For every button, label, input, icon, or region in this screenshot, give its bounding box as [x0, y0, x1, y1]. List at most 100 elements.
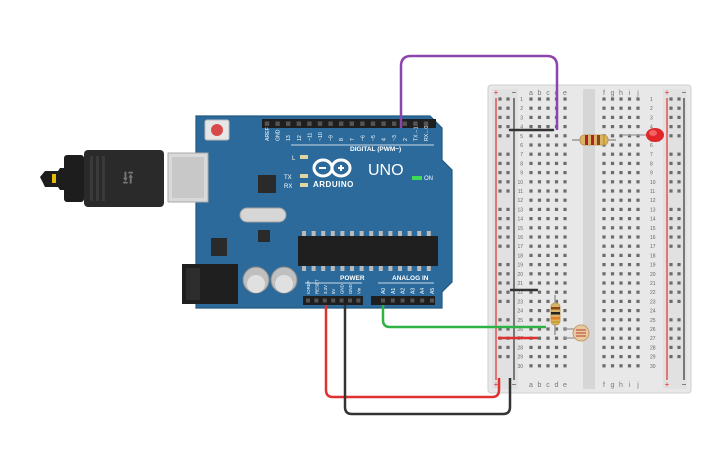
breadboard-hole[interactable]: [602, 180, 606, 184]
breadboard-hole[interactable]: [554, 345, 559, 349]
wire-red-5v[interactable]: [324, 305, 501, 399]
breadboard-hole[interactable]: [636, 345, 640, 349]
breadboard-hole[interactable]: [546, 106, 550, 110]
breadboard-hole[interactable]: [636, 309, 640, 313]
breadboard-hole[interactable]: [627, 152, 632, 156]
breadboard-hole[interactable]: [619, 272, 623, 276]
rail-hole[interactable]: [677, 152, 681, 156]
breadboard-hole[interactable]: [636, 143, 640, 147]
breadboard-hole[interactable]: [636, 263, 640, 267]
breadboard-hole[interactable]: [554, 171, 559, 175]
breadboard-hole[interactable]: [529, 198, 533, 202]
breadboard-hole[interactable]: [563, 97, 567, 101]
rail-hole[interactable]: [498, 244, 502, 248]
breadboard-hole[interactable]: [619, 318, 623, 322]
breadboard-hole[interactable]: [563, 263, 567, 267]
breadboard-hole[interactable]: [602, 106, 606, 110]
digital-header[interactable]: [262, 119, 436, 128]
rail-hole[interactable]: [677, 171, 681, 175]
breadboard-hole[interactable]: [627, 272, 632, 276]
analog-pin-hole[interactable]: [430, 298, 434, 303]
rail-hole[interactable]: [677, 226, 681, 230]
breadboard-hole[interactable]: [554, 189, 559, 193]
breadboard-hole[interactable]: [529, 180, 533, 184]
breadboard-hole[interactable]: [529, 171, 533, 175]
breadboard-hole[interactable]: [563, 189, 567, 193]
rail-hole[interactable]: [677, 263, 681, 267]
breadboard-hole[interactable]: [636, 226, 640, 230]
rail-hole[interactable]: [506, 299, 510, 303]
breadboard-hole[interactable]: [537, 253, 542, 257]
breadboard-hole[interactable]: [636, 115, 640, 119]
breadboard-hole[interactable]: [627, 235, 632, 239]
breadboard-hole[interactable]: [554, 364, 559, 368]
breadboard-hole[interactable]: [636, 125, 640, 129]
breadboard-hole[interactable]: [619, 198, 623, 202]
breadboard-hole[interactable]: [563, 143, 567, 147]
breadboard-hole[interactable]: [636, 244, 640, 248]
breadboard-hole[interactable]: [602, 290, 606, 294]
breadboard-hole[interactable]: [563, 198, 567, 202]
breadboard-hole[interactable]: [602, 207, 606, 211]
rail-hole[interactable]: [506, 345, 510, 349]
breadboard-hole[interactable]: [563, 253, 567, 257]
breadboard-hole[interactable]: [610, 97, 615, 101]
rail-hole[interactable]: [669, 355, 673, 359]
breadboard-hole[interactable]: [563, 299, 567, 303]
breadboard-hole[interactable]: [546, 290, 550, 294]
power-pin-hole[interactable]: [322, 298, 327, 303]
breadboard-hole[interactable]: [546, 198, 550, 202]
digital-pin-hole[interactable]: [307, 121, 312, 126]
digital-pin-hole[interactable]: [349, 121, 354, 126]
breadboard-hole[interactable]: [546, 364, 550, 368]
rail-hole[interactable]: [506, 244, 510, 248]
breadboard-hole[interactable]: [602, 263, 606, 267]
breadboard-hole[interactable]: [537, 281, 542, 285]
power-pin-hole[interactable]: [348, 298, 352, 303]
breadboard-hole[interactable]: [627, 115, 632, 119]
breadboard-hole[interactable]: [610, 180, 615, 184]
breadboard-hole[interactable]: [619, 290, 623, 294]
rail-hole[interactable]: [677, 207, 681, 211]
breadboard-hole[interactable]: [546, 189, 550, 193]
digital-pin-hole[interactable]: [286, 121, 291, 126]
breadboard-hole[interactable]: [610, 207, 615, 211]
breadboard-hole[interactable]: [563, 161, 567, 165]
digital-pin-hole[interactable]: [275, 121, 280, 126]
breadboard-hole[interactable]: [610, 336, 615, 340]
breadboard-hole[interactable]: [610, 152, 615, 156]
breadboard-hole[interactable]: [554, 235, 559, 239]
rail-hole[interactable]: [506, 207, 510, 211]
breadboard-hole[interactable]: [537, 97, 542, 101]
breadboard-hole[interactable]: [554, 281, 559, 285]
rail-hole[interactable]: [669, 235, 673, 239]
breadboard-hole[interactable]: [627, 299, 632, 303]
breadboard-hole[interactable]: [529, 226, 533, 230]
rail-hole[interactable]: [498, 106, 502, 110]
analog-pin-hole[interactable]: [400, 298, 405, 303]
breadboard-hole[interactable]: [563, 272, 567, 276]
breadboard-hole[interactable]: [619, 97, 623, 101]
breadboard-hole[interactable]: [610, 327, 615, 331]
breadboard-hole[interactable]: [602, 198, 606, 202]
breadboard-hole[interactable]: [554, 198, 559, 202]
rail-hole[interactable]: [669, 336, 673, 340]
rail-hole[interactable]: [669, 327, 673, 331]
rail-hole[interactable]: [498, 263, 502, 267]
rail-hole[interactable]: [498, 318, 502, 322]
breadboard-hole[interactable]: [602, 336, 606, 340]
breadboard-hole[interactable]: [636, 198, 640, 202]
rail-hole[interactable]: [677, 235, 681, 239]
breadboard-hole[interactable]: [554, 180, 559, 184]
breadboard-hole[interactable]: [537, 318, 542, 322]
rail-hole[interactable]: [669, 115, 673, 119]
breadboard-hole[interactable]: [627, 143, 632, 147]
breadboard-hole[interactable]: [529, 364, 533, 368]
rail-hole[interactable]: [669, 134, 673, 138]
breadboard-hole[interactable]: [627, 281, 632, 285]
breadboard-hole[interactable]: [529, 281, 533, 285]
breadboard-hole[interactable]: [627, 364, 632, 368]
breadboard-hole[interactable]: [602, 253, 606, 257]
breadboard-hole[interactable]: [602, 161, 606, 165]
rail-hole[interactable]: [498, 235, 502, 239]
